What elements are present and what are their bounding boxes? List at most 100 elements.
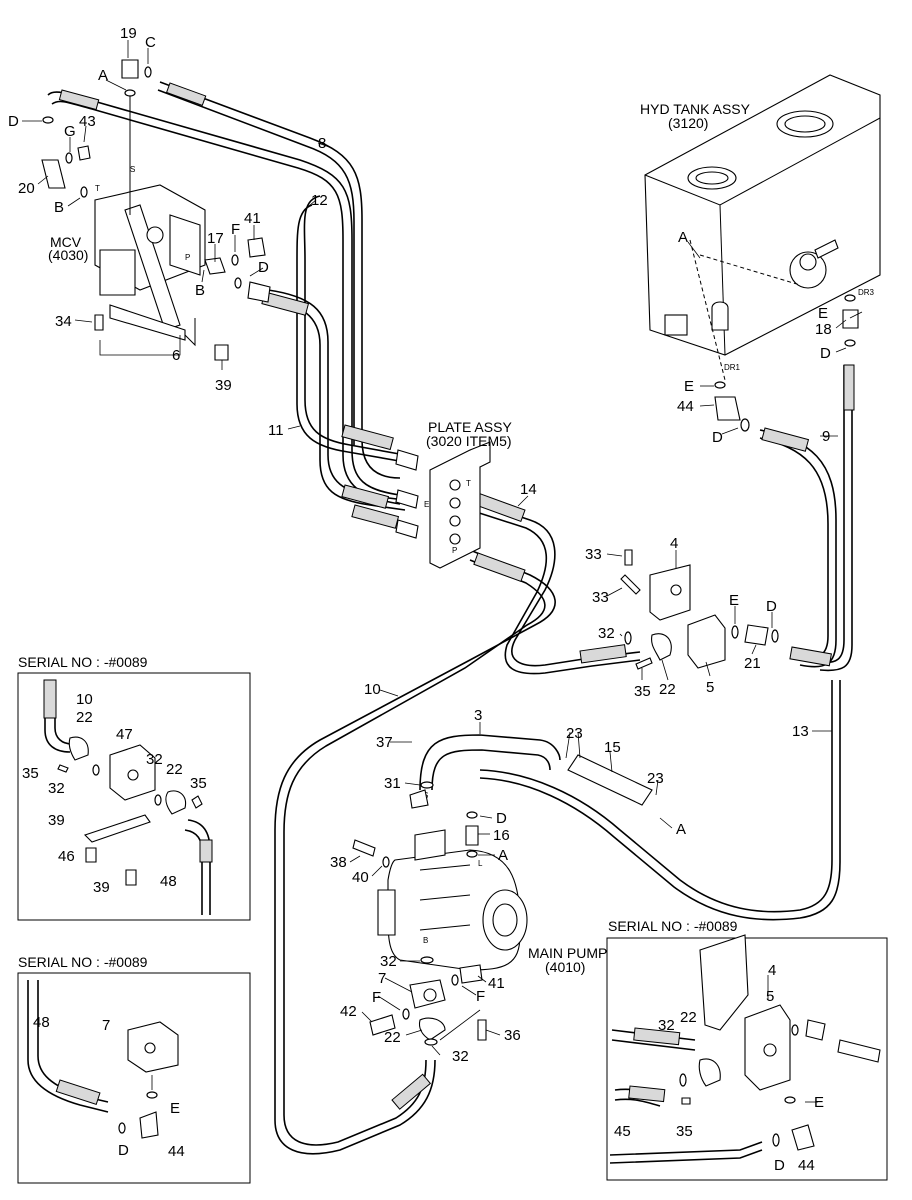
inset-2-title: SERIAL NO : -#0089 [18, 954, 148, 970]
callout-D: D [8, 113, 19, 130]
callout-42: 42 [340, 1003, 357, 1020]
callout-20: 20 [18, 180, 35, 197]
callout-17: 17 [207, 230, 224, 247]
mcv-port-s: S [130, 165, 135, 174]
pump-code: (4010) [545, 959, 585, 975]
valve-block [620, 549, 779, 670]
inset-2-callout-44: 44 [168, 1143, 185, 1160]
mcv-valve: MCV (4030) S T P [41, 59, 271, 361]
inset-1-callout-22: 22 [76, 709, 93, 726]
hose-9 [759, 365, 853, 672]
callout-A: A [676, 821, 686, 838]
callout-16: 16 [493, 827, 510, 844]
callout-36: 36 [504, 1027, 521, 1044]
hose-8 [47, 91, 401, 505]
callout-D: D [766, 598, 777, 615]
plate-port-p: P [452, 546, 457, 555]
callout-D: D [820, 345, 831, 362]
callout-32: 32 [380, 953, 397, 970]
inset-1-callout-35: 35 [190, 775, 207, 792]
callout-22: 22 [384, 1029, 401, 1046]
mcv-port-t: T [95, 184, 100, 193]
callout-E: E [684, 378, 694, 395]
pump-port-l: L [478, 859, 483, 868]
main-pump: MAIN PUMP (4010) S L B [352, 781, 607, 1046]
callout-18: 18 [815, 321, 832, 338]
callout-32: 32 [452, 1048, 469, 1065]
callout-5: 5 [706, 679, 714, 696]
callout-21: 21 [744, 655, 761, 672]
callout-F: F [476, 988, 485, 1005]
callout-D: D [712, 429, 723, 446]
tank-name: HYD TANK ASSY [640, 101, 751, 117]
mcv-port-p: P [185, 253, 190, 262]
callout-41: 41 [488, 975, 505, 992]
callout-D: D [496, 810, 507, 827]
callout-A: A [498, 847, 508, 864]
plate-port-e: E [424, 500, 429, 509]
inset-2-callout-E: E [170, 1100, 180, 1117]
callout-C: C [145, 34, 156, 51]
tank-code: (3120) [668, 115, 708, 131]
hose-ferrules [58, 82, 855, 1110]
tube-3 [419, 734, 561, 791]
plate-assy: PLATE ASSY (3020 ITEM5) T E P [395, 419, 512, 569]
plate-name: PLATE ASSY [428, 419, 512, 435]
inset-3-title: SERIAL NO : -#0089 [608, 918, 738, 934]
inset-2-callout-7: 7 [102, 1017, 110, 1034]
inset-3-callout-35: 35 [676, 1123, 693, 1140]
inset-3-callout-E: E [814, 1094, 824, 1111]
inset-3-callout-D: D [774, 1157, 785, 1174]
callout-22: 22 [659, 681, 676, 698]
callout-38: 38 [330, 854, 347, 871]
callout-12: 12 [311, 192, 328, 209]
pump-port-b: B [423, 936, 428, 945]
inset-1-callout-35: 35 [22, 765, 39, 782]
callout-E: E [818, 305, 828, 322]
callout-F: F [372, 989, 381, 1006]
inset-1-callout-48: 48 [160, 873, 177, 890]
hose-13 [479, 680, 841, 921]
inset-1-callout-22: 22 [166, 761, 183, 778]
inset-1-callout-47: 47 [116, 726, 133, 743]
callout-9: 9 [822, 428, 830, 445]
callout-19: 19 [120, 25, 137, 42]
callout-33: 33 [592, 589, 609, 606]
leader-lines [22, 40, 863, 1056]
callout-D: D [258, 259, 269, 276]
callout-11: 11 [268, 422, 284, 439]
inset-2-callout-48: 48 [33, 1014, 50, 1031]
inset-2-callout-D: D [118, 1142, 129, 1159]
mcv-name: MCV [50, 234, 82, 250]
port-dr1: DR1 [724, 363, 741, 372]
hose-12 [267, 289, 406, 511]
callout-32: 32 [598, 625, 615, 642]
inset-1-callout-10: 10 [76, 691, 93, 708]
callout-A: A [678, 229, 688, 246]
callout-34: 34 [55, 313, 72, 330]
inset-serial-1: SERIAL NO : -#0089 10 22 47 35 32 32 22 … [17, 654, 251, 921]
callout-14: 14 [520, 481, 537, 498]
callout-G: G [64, 123, 76, 140]
callout-43: 43 [79, 113, 96, 130]
callout-15: 15 [604, 739, 621, 756]
callout-39: 39 [215, 377, 232, 394]
pump-name: MAIN PUMP [528, 945, 607, 961]
plate-port-t: T [466, 479, 471, 488]
callout-E: E [729, 592, 739, 609]
callout-8: 8 [318, 135, 326, 152]
callout-10: 10 [364, 681, 381, 698]
callout-7: 7 [378, 970, 386, 987]
hose-top-19 [157, 81, 401, 479]
tube-15 [567, 754, 653, 806]
hyd-tank: HYD TANK ASSY (3120) DR1 DR3 [640, 74, 881, 381]
callout-33: 33 [585, 546, 602, 563]
hose-11 [296, 195, 406, 463]
callout-6: 6 [172, 347, 180, 364]
callout-labels: 19 C A D G 43 20 B 8 12 17 F 41 D B 34 6… [8, 25, 832, 1065]
callout-A: A [98, 67, 108, 84]
callout-F: F [231, 221, 240, 238]
inset-1-callout-39: 39 [48, 812, 65, 829]
plate-code: (3020 ITEM5) [426, 433, 512, 449]
